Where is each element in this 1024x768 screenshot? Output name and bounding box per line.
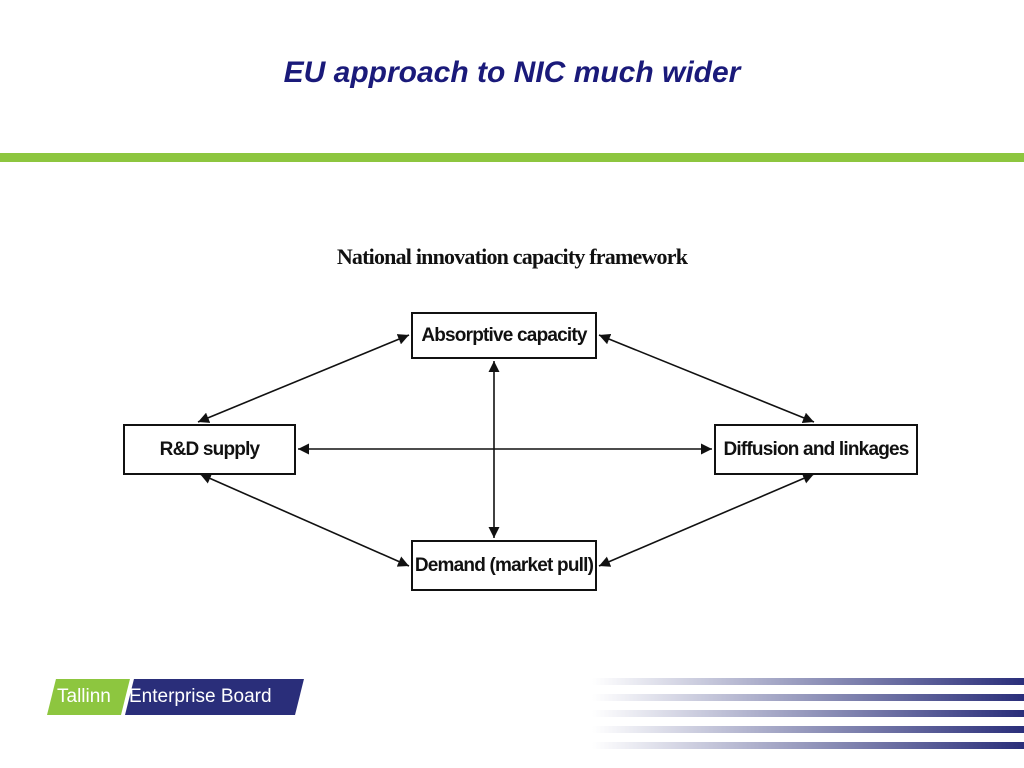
logo-text-tallinn: Tallinn [57, 686, 111, 707]
node-rd-supply: R&D supply [123, 424, 296, 475]
arrow-absorptive-diffusion [598, 334, 815, 423]
tallinn-enterprise-board-logo: Tallinn Enterprise Board [47, 679, 304, 715]
logo-text-enterprise-board: Enterprise Board [129, 686, 272, 707]
slide-title: EU approach to NIC much wider [283, 56, 741, 89]
decorative-stripes [592, 678, 1024, 749]
node-absorptive-capacity: Absorptive capacity [411, 312, 597, 359]
arrow-rd-demand [199, 473, 410, 567]
arrow-diffusion-demand [598, 473, 815, 567]
arrow-absorptive-rd [197, 334, 410, 423]
diagram-title: National innovation capacity framework [336, 244, 688, 269]
node-diffusion-linkages: Diffusion and linkages [714, 424, 918, 475]
node-demand-market-pull: Demand (market pull) [411, 540, 597, 591]
title-divider [0, 153, 1024, 162]
